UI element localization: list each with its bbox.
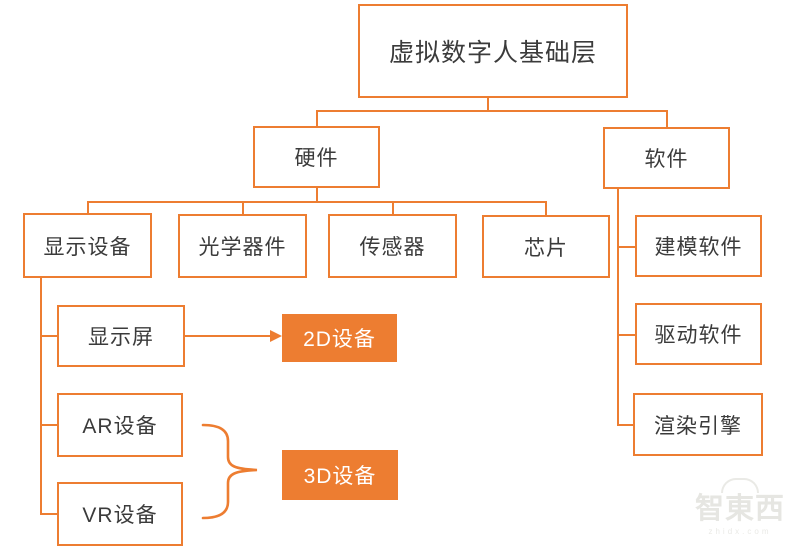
connector-hardware-down: [316, 188, 318, 201]
connector-2d-arrow-line: [185, 335, 272, 337]
connector-render-stub: [617, 424, 633, 426]
node-sensor: 传感器: [328, 214, 457, 278]
node-chip: 芯片: [482, 215, 610, 278]
watermark-domain: zhidx.com: [708, 527, 772, 536]
node-display-device: 显示设备: [23, 213, 152, 278]
node-driver-software: 驱动软件: [635, 303, 762, 365]
connector-hardware-children-bar: [87, 201, 547, 203]
connector-modeling-stub: [617, 246, 635, 248]
connector-display-trunk: [40, 278, 42, 515]
node-2d-device: 2D设备: [282, 314, 397, 362]
connector-vr-stub: [40, 513, 57, 515]
node-screen: 显示屏: [57, 305, 185, 367]
connector-display-device-stub: [87, 201, 89, 213]
connector-software-stub: [666, 110, 668, 127]
curly-brace-3d: [201, 423, 258, 520]
node-ar-device: AR设备: [57, 393, 183, 457]
connector-root-stub: [487, 98, 489, 111]
node-root: 虚拟数字人基础层: [358, 4, 628, 98]
connector-optics-stub: [242, 201, 244, 214]
connector-ar-stub: [40, 424, 57, 426]
node-optics: 光学器件: [178, 214, 307, 278]
watermark: 智東西 zhidx.com: [684, 478, 796, 536]
connector-sensor-stub: [392, 201, 394, 214]
node-software: 软件: [603, 127, 730, 189]
arrowhead-2d-icon: [270, 330, 282, 342]
connector-driver-stub: [617, 334, 635, 336]
watermark-arc-icon: [721, 478, 759, 493]
watermark-logo: 智東西: [694, 493, 785, 525]
connector-software-trunk: [617, 189, 619, 426]
node-modeling-software: 建模软件: [635, 215, 762, 277]
node-3d-device: 3D设备: [282, 450, 398, 500]
node-vr-device: VR设备: [57, 482, 183, 546]
node-render-engine: 渲染引擎: [633, 393, 763, 456]
connector-level2-bar: [316, 110, 668, 112]
node-hardware: 硬件: [253, 126, 380, 188]
connector-screen-stub: [40, 335, 57, 337]
connector-hardware-stub: [316, 110, 318, 126]
connector-chip-stub: [545, 201, 547, 215]
